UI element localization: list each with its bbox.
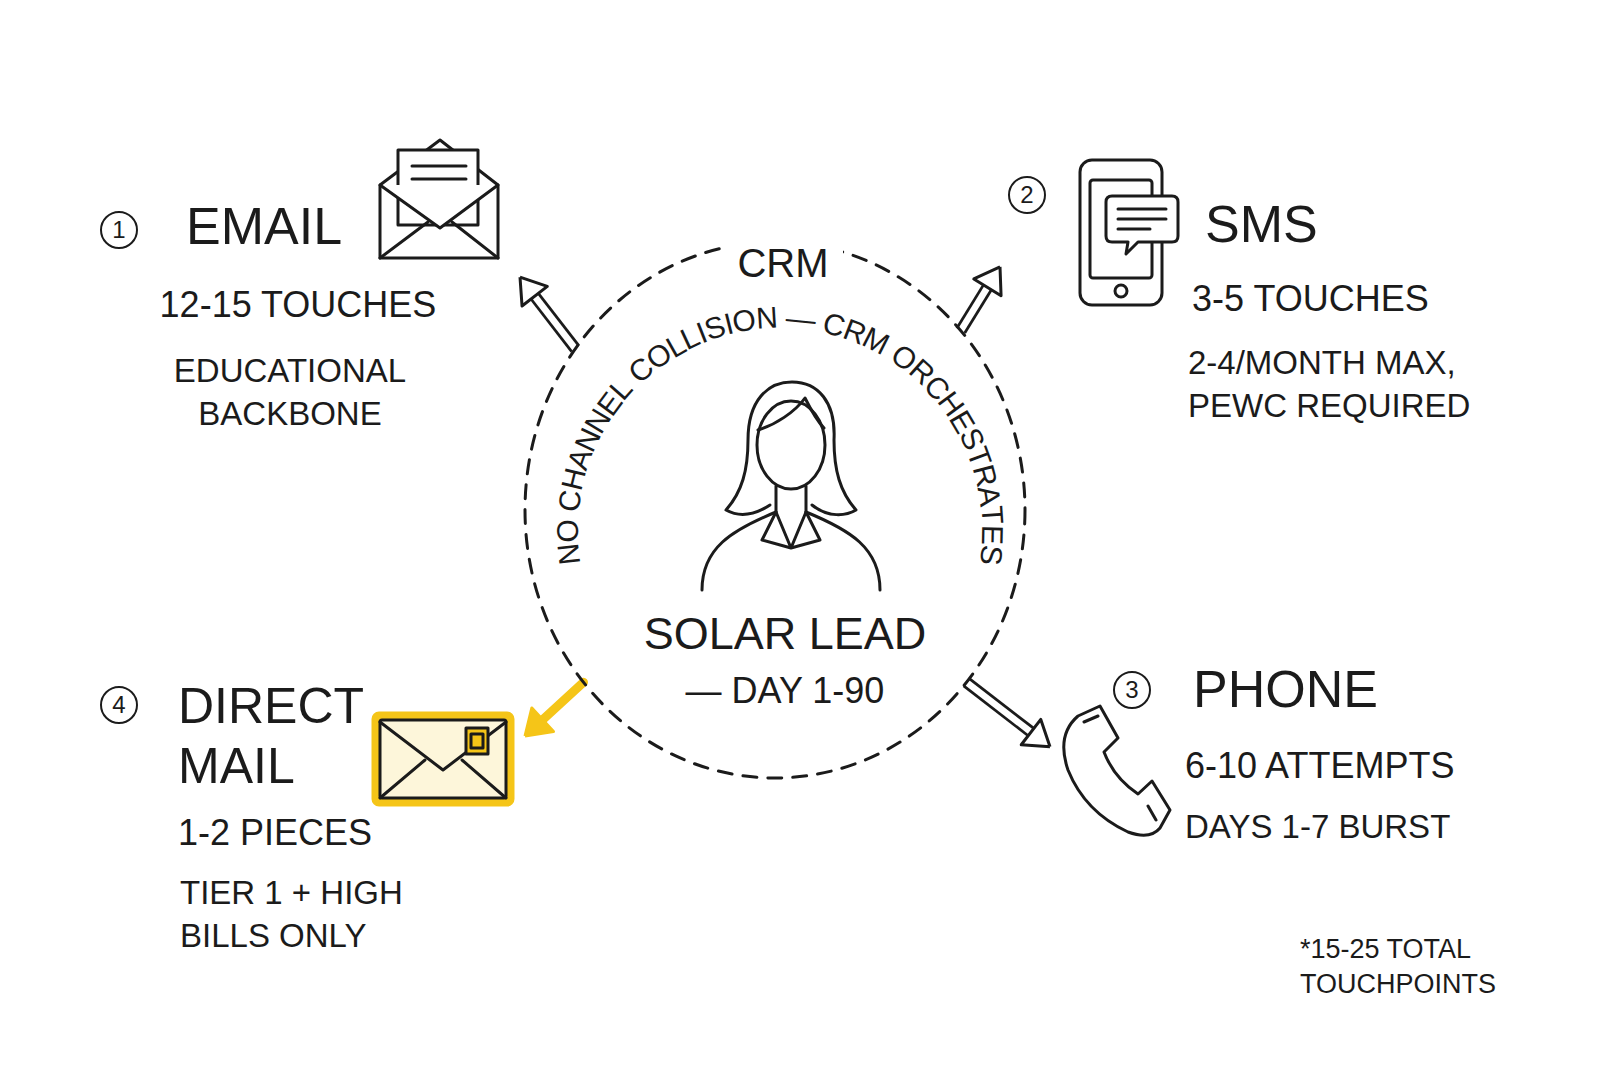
slogan-letter: T [976,505,1007,525]
touch-count: 12-15 TOUCHES [128,284,468,325]
mail-envelope-icon [380,720,506,798]
channel-group: 4 DIRECT MAIL 1-2 PIECES TIER 1 + HIGH BILL… [95,660,525,964]
person-icon [726,382,856,515]
touch-count: 1-2 PIECES [178,812,372,853]
channel-arrow [961,267,1001,331]
person-icon [702,512,880,590]
smartphone-icon [1106,196,1178,254]
slogan-letter: E [977,524,1007,545]
lead-title: SOLAR LEAD [575,608,995,660]
lead-duration: — DAY 1-90 [635,670,935,711]
slogan-letter: O [553,520,583,544]
channel-arrow [535,296,576,349]
callout-number: 4 [100,686,138,724]
channel-note: 2-4/MONTH MAX, PEWC REQUIRED [1188,342,1518,428]
mail-envelope-icon [471,734,483,748]
slogan-letter: S [975,543,1007,566]
person-icon [762,512,820,548]
email-envelope-icon [380,140,498,258]
slogan-letter: — [784,303,817,336]
slogan-letter: A [973,484,1006,509]
mail-envelope-icon [380,722,506,770]
channel-arrow [543,682,584,719]
hub-title: CRM [723,240,843,286]
email-envelope-icon [380,185,498,228]
smartphone-icon [1115,285,1127,297]
mail-envelope-icon [380,760,506,798]
slogan-letter: O [730,304,758,337]
email-envelope-icon [380,140,498,258]
channel-arrow [1021,719,1050,746]
dashed-circle [525,242,1025,778]
callout-number: 3 [1113,671,1151,709]
callout-number: 1 [100,211,138,249]
email-envelope-icon [380,222,498,258]
mail-envelope-icon [466,728,488,754]
footnote: *15-25 TOTAL TOUCHPOINTS [1300,932,1532,1002]
channel-title: DIRECT MAIL [178,676,418,796]
telephone-handset-icon [1064,706,1170,835]
crm-hub-circle: CRMNO CHANNEL COLLISION — CRM ORCHESTRAT… [523,240,1027,780]
person-icon [758,398,824,430]
channel-arrow [525,708,553,736]
callout-number: 2 [1008,176,1046,214]
channel-group: 1 EMAIL 12-15 TOUCHES EDUCATIONAL BACKBONE [95,130,520,450]
channel-group: 3 PHONE 6-10 ATTEMPTS DAYS 1-7 BURST [1050,650,1520,865]
channel-arrow [967,682,1050,746]
telephone-handset-icon [1084,716,1156,820]
telephone-handset-icon [1064,706,1170,835]
channel-arrow [535,296,576,349]
channel-title: EMAIL [186,197,342,257]
person-icon [776,486,806,512]
smartphone-icon [1080,160,1178,305]
channel-arrow [525,682,583,736]
touch-count: 6-10 ATTEMPTS [1185,745,1454,786]
channel-arrow [520,277,547,306]
mail-envelope-icon [376,716,510,802]
channel-arrow [974,267,1001,296]
slogan-letter: N [755,303,779,334]
channel-note: DAYS 1-7 BURST [1185,808,1450,846]
channel-note: EDUCATIONAL BACKBONE [155,350,425,436]
channel-note: TIER 1 + HIGH BILLS ONLY [180,872,450,958]
channel-arrow [961,287,988,330]
channel-arrow [967,682,1031,732]
mail-envelope-icon [376,716,510,802]
channel-arrow [961,287,988,330]
channel-arrow [967,682,1031,732]
touch-count: 3-5 TOUCHES [1192,278,1429,319]
channel-arrow [520,277,575,349]
slogan-letter: N [553,541,585,566]
person-icon [702,382,880,590]
channel-title: SMS [1205,195,1318,255]
channel-group: 2SMS 3-5 TOUCHES 2-4/MONTH MAX, PEWC REQUI… [1000,150,1535,435]
smartphone-icon [1118,209,1166,229]
channel-title: PHONE [1193,660,1378,720]
